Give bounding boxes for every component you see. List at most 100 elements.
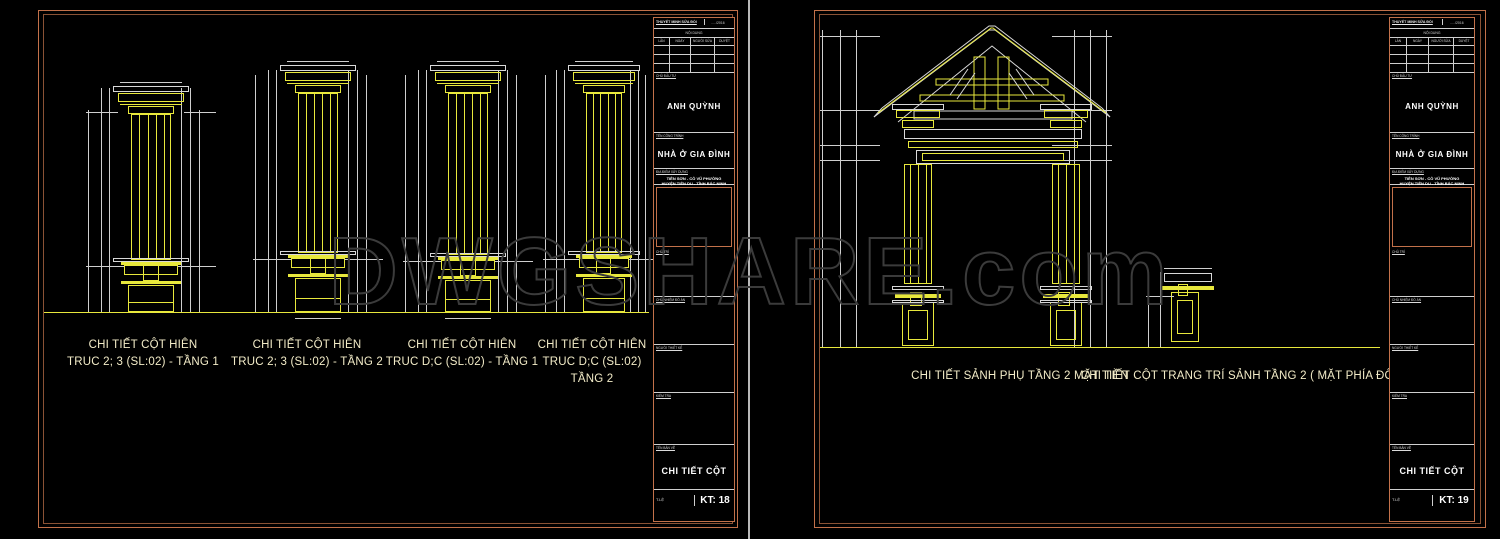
location-line-2: HUYỆN TIÊN DU - TỈNH BẮC NINH [1399,180,1465,186]
rev-row1-c4 [715,46,734,54]
title-block-right: THUYẾT MINH SỬA ĐỔI ...../2016 NỘI DUNG … [1389,17,1475,522]
sheet-number: KT: 19 [1432,495,1475,506]
project-label: TÊN CÔNG TRÌNH [656,134,684,138]
rev-row3-c1 [1390,64,1407,72]
rev-row1-c3 [691,46,715,54]
rev-col-nguoi-sua: NGƯỜI SỬA [691,38,715,45]
field-label-chu-nhiem: CHỦ NHIỆM ĐỒ ÁN [656,298,686,302]
revision-content-label: NỘI DUNG [685,31,703,35]
caption-column-4: CHI TIẾT CỘT HIÊN TRUC D;C (SL:02) TẦNG … [528,337,656,388]
rev-col-lan: LẦN [654,38,670,45]
field-label-kiem-tra: KIỂM TRA [1392,394,1407,398]
logo-area [1392,187,1472,247]
field-label-chu-tri: CHỦ TRÌ [656,250,669,254]
field-label-thiet-ke: NGƯỜI THIẾT KẾ [656,346,683,350]
caption-line-2: TRUC D;C (SL:02) - TẦNG 1 [385,356,539,368]
rev-col-duyet: DUYỆT [719,39,730,43]
location-line-1: TIÊN SƠN - CÔ VŨ PHƯỜNG [666,175,722,181]
rev-row3-c3 [691,64,715,72]
location-label: ĐỊA ĐIỂM XÂY DỰNG [656,170,688,174]
rev-row3-c2 [1407,64,1429,72]
caption-line-1: CHI TIẾT SẢNH PHỤ TẦNG 2 MẶT TIỀN [911,370,1129,382]
rev-row3-c4 [715,64,734,72]
entablature-band [908,141,1078,148]
field-label-chu-tri: CHỦ TRÌ [1392,250,1405,254]
drawing-name-label: TÊN BẢN VẼ [1392,446,1411,450]
title-block-left: THUYẾT MINH SỬA ĐỔI ...../2016 NỘI DUNG … [653,17,735,522]
rev-col-nguoi-sua: NGƯỜI SỬA [1429,38,1454,45]
scale-label: T.LỆ [1392,497,1401,502]
location-line-2: HUYỆN TIÊN DU - TỈNH BẮC NINH [661,180,727,186]
owner-label: CHỦ ĐẦU TƯ [1392,74,1413,78]
caption-line-1: CHI TIẾT CỘT HIÊN [88,339,198,351]
revision-header-label: THUYẾT MINH SỬA ĐỔI [1390,19,1443,25]
scale-label: T.LỆ [656,497,665,502]
sheet-border-outer [814,10,1486,528]
caption-line-2: TRUC 2; 3 (SL:02) - TẦNG 2 [231,356,383,368]
caption-column-1: CHI TIẾT CỘT HIÊN TRUC 2; 3 (SL:02) - TẦ… [58,337,228,371]
rev-col-duyet: DUYỆT [1458,39,1470,43]
caption-line-1: CHI TIẾT CỘT HIÊN [252,339,362,351]
project-name: NHÀ Ở GIA ĐÌNH [657,149,731,159]
owner-name: ANH QUỲNH [1405,101,1459,111]
rev-row2-c1 [1390,55,1407,63]
roof-outline [873,25,1111,123]
rev-col-lan: LẦN [1390,38,1407,45]
entablature-inner [922,153,1064,161]
caption-line-1: CHI TIẾT CỘT HIÊN [407,339,517,351]
project-label: TÊN CÔNG TRÌNH [1392,134,1420,138]
drawing-name-label: TÊN BẢN VẼ [656,446,675,450]
rev-row3-c3 [1429,64,1454,72]
caption-decorative-column: CHI TIẾT CỘT TRANG TRÍ SẢNH TẦNG 2 ( MẶT… [1048,368,1448,385]
project-name: NHÀ Ở GIA ĐÌNH [1395,149,1469,159]
caption-line-2: TRUC D;C (SL:02) [542,356,642,368]
caption-line-3: TẦNG 2 [570,373,614,385]
field-label-thiet-ke: NGƯỜI THIẾT KẾ [1392,346,1419,350]
drawing-sheet-right: CHI TIẾT SẢNH PHỤ TẦNG 2 MẶT TIỀN CHI TI… [752,0,1500,539]
owner-label: CHỦ ĐẦU TƯ [656,74,677,78]
field-label-kiem-tra: KIỂM TRA [656,394,671,398]
sheet-number: KT: 18 [694,495,735,506]
rev-row2-c3 [691,55,715,63]
owner-name: ANH QUỲNH [667,101,721,111]
rev-row2-c2 [670,55,691,63]
drawing-name: CHI TIẾT CỘT [1399,465,1465,476]
rev-row1-c4 [1454,46,1474,54]
revision-content-label: NỘI DUNG [1423,31,1441,35]
field-label-chu-nhiem: CHỦ NHIỆM ĐỒ ÁN [1392,298,1422,302]
sheet-divider [748,0,750,539]
rev-row2-c3 [1429,55,1454,63]
roof-truss [913,56,1073,120]
caption-porch: CHI TIẾT SẢNH PHỤ TẦNG 2 MẶT TIỀN [800,368,1240,385]
caption-line-2: TRUC 2; 3 (SL:02) - TẦNG 1 [67,356,219,368]
rev-row1-c3 [1429,46,1454,54]
rev-row1-c2 [1407,46,1429,54]
drawing-name: CHI TIẾT CỘT [661,465,727,476]
caption-column-2: CHI TIẾT CỘT HIÊN TRUC 2; 3 (SL:02) - TẦ… [222,337,392,371]
rev-row1-c1 [1390,46,1407,54]
rev-col-ngay: NGÀY [1407,38,1429,45]
location-line-1: TIÊN SƠN - CÔ VŨ PHƯỜNG [1404,175,1460,181]
revision-date: ...../2016 [1450,21,1464,25]
revision-date: ...../2016 [711,21,725,25]
caption-line-1: CHI TIẾT CỘT HIÊN [537,339,647,351]
ground-line [820,347,1380,348]
rev-row3-c1 [654,64,670,72]
drawing-sheet-left: CHI TIẾT CỘT HIÊN TRUC 2; 3 (SL:02) - TẦ… [0,0,748,539]
location-label: ĐỊA ĐIỂM XÂY DỰNG [1392,170,1424,174]
rev-row3-c2 [670,64,691,72]
logo-area [656,187,732,247]
rev-row1-c2 [670,46,691,54]
sheet-border-inner [819,14,1481,524]
entablature-upper [904,129,1082,139]
rev-row2-c4 [715,55,734,63]
rev-row2-c1 [654,55,670,63]
sheet-border-outer [38,10,738,528]
rev-row2-c2 [1407,55,1429,63]
entablature-lower [916,150,1070,164]
rev-row1-c1 [654,46,670,54]
rev-col-ngay: NGÀY [670,38,691,45]
rev-row2-c4 [1454,55,1474,63]
caption-column-3: CHI TIẾT CỘT HIÊN TRUC D;C (SL:02) - TẦN… [377,337,547,371]
